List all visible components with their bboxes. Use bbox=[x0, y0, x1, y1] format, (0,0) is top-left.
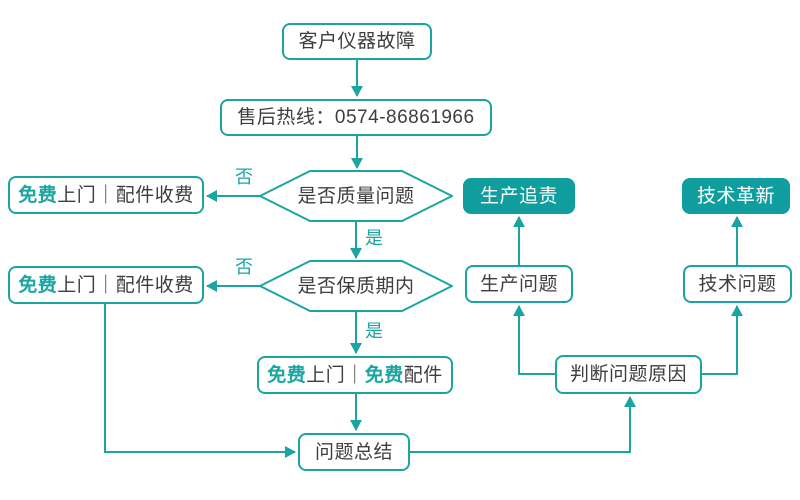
tech-innovation-label: 技术革新 bbox=[696, 185, 775, 207]
node-production-accountability: 生产追责 bbox=[463, 178, 575, 214]
production-accountability-label: 生产追责 bbox=[479, 185, 558, 207]
node-free-visit-paid-parts-2: 免费上门｜配件收费 bbox=[8, 266, 204, 304]
node-problem-summary: 问题总结 bbox=[298, 433, 410, 471]
decision-warranty-label: 是否保质期内 bbox=[297, 275, 415, 297]
free-highlight: 免费 bbox=[364, 364, 404, 386]
edge-label-warranty-no: 否 bbox=[235, 257, 253, 277]
edge-label-warranty-yes: 是 bbox=[365, 321, 383, 341]
decision-quality-shape bbox=[259, 170, 453, 222]
node-free-visit-free-parts: 免费上门｜免费配件 bbox=[257, 356, 453, 394]
free-highlight: 免费 bbox=[267, 364, 307, 386]
edge-judge-production bbox=[513, 305, 555, 375]
edge-judge-tech bbox=[702, 305, 743, 375]
node-start-label: 客户仪器故障 bbox=[298, 31, 416, 52]
edge-label-quality-yes: 是 bbox=[365, 228, 383, 248]
node-judge-cause: 判断问题原因 bbox=[555, 355, 702, 394]
node-production-problem: 生产问题 bbox=[465, 265, 573, 303]
problem-summary-label: 问题总结 bbox=[314, 441, 393, 463]
edge-paidparts-summary bbox=[104, 304, 296, 458]
free-highlight: 免费 bbox=[18, 274, 58, 296]
tech-problem-label: 技术问题 bbox=[698, 273, 777, 295]
production-problem-label: 生产问题 bbox=[479, 273, 558, 295]
node-tech-problem: 技术问题 bbox=[683, 265, 792, 303]
paid-parts-text: 上门｜配件收费 bbox=[57, 184, 194, 206]
node-hotline: 售后热线：0574-86861966 bbox=[220, 99, 492, 136]
decision-warranty-shape bbox=[259, 260, 453, 312]
visit-text: 上门｜ bbox=[306, 364, 365, 386]
judge-cause-label: 判断问题原因 bbox=[569, 364, 687, 385]
edge-label-quality-no: 否 bbox=[235, 167, 253, 187]
paid-parts-text: 上门｜配件收费 bbox=[57, 274, 194, 296]
edge-summary-judge bbox=[410, 396, 636, 453]
free-highlight: 免费 bbox=[18, 184, 58, 206]
node-hotline-label: 售后热线：0574-86861966 bbox=[237, 107, 475, 128]
node-free-visit-paid-parts-1: 免费上门｜配件收费 bbox=[8, 176, 204, 214]
node-tech-innovation: 技术革新 bbox=[682, 178, 790, 214]
node-start: 客户仪器故障 bbox=[282, 23, 432, 60]
parts-text: 配件 bbox=[403, 364, 443, 386]
decision-quality-label: 是否质量问题 bbox=[297, 185, 415, 207]
